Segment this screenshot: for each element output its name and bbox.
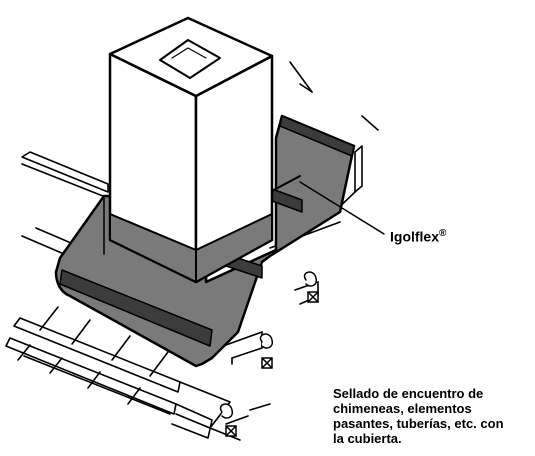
- caption-line: chimeneas, elementos: [333, 401, 472, 416]
- caption-line: Sellado de encuentro de: [333, 386, 484, 401]
- caption-line: la cubierta.: [333, 431, 402, 446]
- cross-box-icon: [261, 357, 273, 369]
- hook-clip-icon: [303, 271, 318, 287]
- caption-line: pasantes, tuberías, etc. con: [333, 416, 504, 431]
- cross-box-icon: [225, 425, 237, 437]
- hook-clip-icon: [259, 333, 274, 349]
- cross-box-icon: [307, 291, 319, 303]
- diagram-caption: Sellado de encuentro de chimeneas, eleme…: [333, 386, 533, 446]
- chimney: [108, 16, 274, 284]
- roof-tiles: [5, 61, 379, 441]
- roof-hooks: [219, 271, 319, 437]
- hook-clip-icon: [219, 403, 234, 419]
- igolflex-label: Igolflex®: [390, 228, 447, 245]
- callout-leader: [299, 181, 385, 235]
